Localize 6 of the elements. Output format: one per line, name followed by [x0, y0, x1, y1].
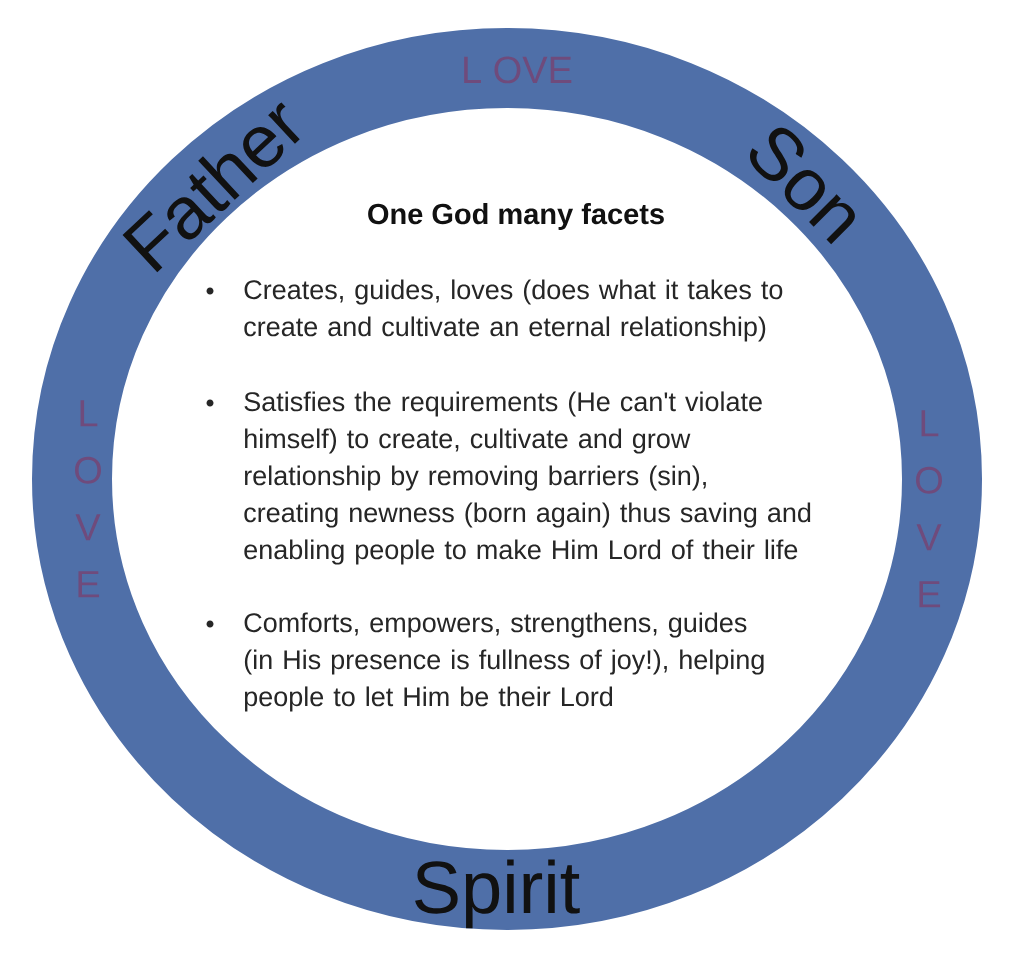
bullet-text: Satisfies the requirements (He can't violate himself) to create, cultivate and grow relationship by removing barriers (sin), creating newness (born again) thus saving and enabling people to make Him Lord of their life — [244, 391, 811, 565]
ring-label: Spirit — [415, 859, 580, 929]
bullet-text: Comforts, empowers, strengthens, guides (in His presence is fullness of joy!), helping people to let Him be their Lord — [244, 612, 764, 712]
heading: One God many facets — [368, 203, 664, 230]
ring-label: Son — [750, 127, 855, 245]
bullet-text: Creates, guides, loves (does what it takes to create and cultivate an eternal relationship) — [244, 279, 783, 342]
